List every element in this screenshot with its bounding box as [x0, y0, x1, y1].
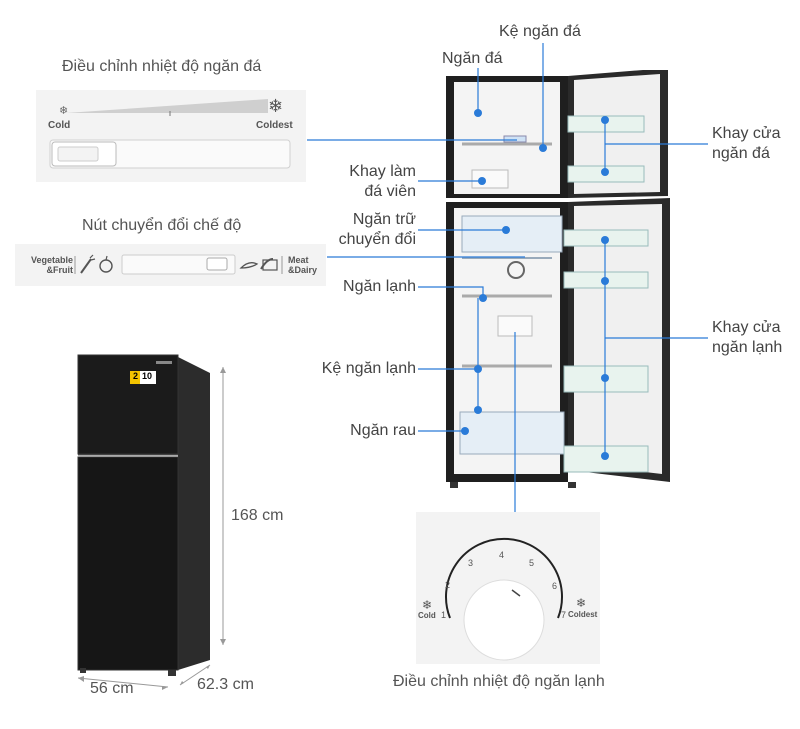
fish-icon: [239, 262, 259, 269]
freezer-control-panel: ❄ ❄ Cold Coldest: [36, 90, 306, 182]
mode-switch-panel: Vegetable &Fruit Meat &Dairy: [15, 244, 326, 286]
fridge-dial-panel: ❄ ❄ Cold Coldest 1 2 3 4 5 6 7: [416, 512, 600, 664]
fridge-control-title: Điều chỉnh nhiệt độ ngăn lạnh: [393, 673, 605, 690]
snowflake-small-icon: ❄: [59, 105, 68, 117]
dial-tick-1: 1: [441, 610, 447, 620]
mode-right-label: Meat &Dairy: [288, 255, 317, 275]
carrot-icon: [80, 254, 96, 274]
energy-badge-num2: 10: [142, 371, 153, 381]
label-freezer: Ngăn đá: [442, 50, 503, 67]
fridge-exterior-graphic: [77, 354, 226, 690]
label-convertible-line2: chuyển đổi: [338, 231, 416, 248]
dial-cold-snowflake-icon: ❄: [422, 598, 432, 612]
dial-coldest-snowflake-icon: ❄: [576, 596, 586, 610]
callout-dots: [461, 109, 609, 460]
label-veg: Ngăn rau: [350, 422, 416, 439]
label-freezer-door-tray: Khay cửa ngăn đá: [712, 124, 781, 164]
energy-badge: [130, 371, 156, 384]
freezer-cold-label: Cold: [48, 120, 71, 131]
label-ice-tray-line2: đá viên: [364, 183, 416, 200]
height-dimension: 168 cm: [231, 507, 284, 524]
dial-tick-2: 2: [445, 580, 451, 590]
mode-switch-title: Nút chuyển đổi chế độ: [82, 217, 242, 234]
label-fridge: Ngăn lạnh: [343, 278, 416, 295]
cheese-icon: [262, 259, 278, 271]
depth-dimension: 62.3 cm: [197, 676, 254, 693]
mode-right-line2: &Dairy: [288, 265, 318, 275]
energy-badge-num1: 2: [133, 371, 139, 381]
label-fridge-shelf: Kệ ngăn lạnh: [321, 360, 416, 377]
mode-left-line1: Vegetable: [30, 255, 73, 265]
label-fridge-door-tray: Khay cửa ngăn lạnh: [712, 318, 782, 358]
mode-left-line2: &Fruit: [46, 265, 74, 275]
freezer-control-title: Điều chỉnh nhiệt độ ngăn đá: [62, 58, 262, 75]
apple-icon: [99, 255, 113, 273]
dial-cold-label: Cold: [418, 611, 436, 620]
label-convertible: Ngăn trữ chuyển đổi: [310, 210, 416, 250]
fridge-dial-graphic: ❄ ❄: [422, 537, 586, 661]
dial-tick-4: 4: [499, 550, 505, 560]
width-dimension: 56 cm: [90, 680, 134, 697]
label-ice-tray: Khay làm đá viên: [320, 162, 416, 202]
label-fridge-door-line2: ngăn lạnh: [712, 339, 783, 356]
freezer-coldest-label: Coldest: [256, 120, 293, 131]
dial-tick-6: 6: [552, 581, 558, 591]
label-ice-tray-line1: Khay làm: [349, 163, 416, 180]
dial-tick-5: 5: [529, 558, 535, 568]
snowflake-large-icon: ❄: [268, 96, 283, 116]
label-convertible-line1: Ngăn trữ: [352, 211, 416, 228]
mode-switch-graphic: [74, 254, 283, 275]
dial-tick-7: 7: [561, 610, 567, 620]
label-freezer-door-line2: ngăn đá: [712, 145, 770, 162]
fridge-interior-graphic: [446, 70, 670, 488]
label-fridge-door-line1: Khay cửa: [712, 319, 781, 336]
mode-right-line1: Meat: [288, 255, 309, 265]
label-freezer-door-line1: Khay cửa: [712, 125, 781, 142]
mode-left-label: Vegetable &Fruit: [23, 255, 73, 275]
label-freezer-shelf: Kệ ngăn đá: [499, 23, 581, 40]
freezer-slider-graphic: ❄ ❄: [49, 96, 291, 169]
dial-coldest-label: Coldest: [568, 610, 598, 619]
pepper-icon: [260, 258, 274, 270]
dial-tick-3: 3: [468, 558, 474, 568]
